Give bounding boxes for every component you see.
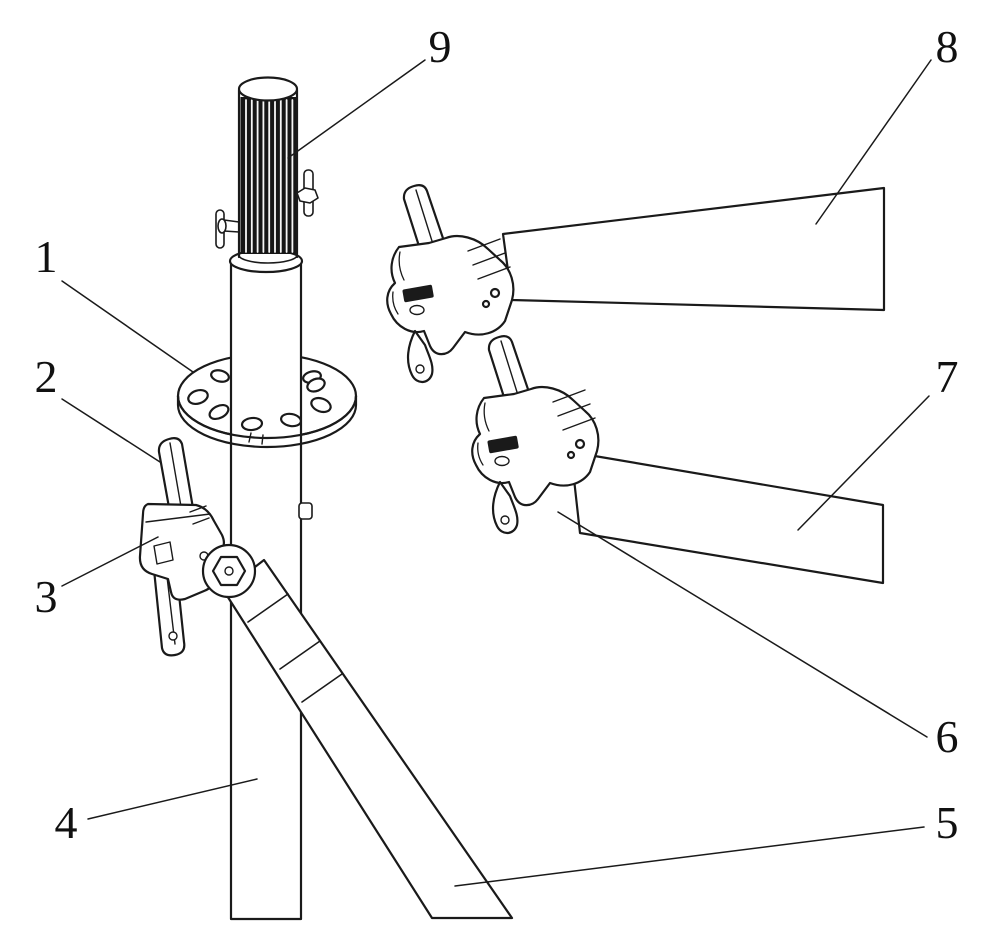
- lower-ledger-group: [471, 335, 885, 585]
- clamp-tail-hole: [168, 631, 178, 641]
- leader-line-5: [454, 826, 925, 887]
- bolt-hex-right: [296, 187, 319, 204]
- part-label-8: 8: [936, 21, 959, 72]
- rosette-rim-thickness: [176, 394, 358, 449]
- spigot-bolt-right: [296, 169, 319, 217]
- leader-line-8: [815, 59, 932, 225]
- part-label-4: 4: [55, 797, 78, 848]
- rosette-hole-front-center: [240, 416, 264, 432]
- rosette-hole-left-front: [208, 403, 230, 421]
- bolt-shank-left: [223, 219, 240, 233]
- left-clamp-detail-lines: [145, 505, 211, 525]
- spigot-connector: [215, 76, 319, 264]
- rosette-hole-right-upper: [306, 377, 326, 393]
- lower-ledger-bar: [569, 450, 885, 585]
- leader-line-1: [61, 280, 194, 373]
- post-stud: [298, 502, 313, 520]
- rosette-notches: [248, 432, 264, 445]
- leader-line-7: [797, 395, 930, 531]
- leader-lines: [61, 59, 932, 887]
- leader-line-2: [61, 398, 161, 463]
- part-label-6: 6: [936, 711, 959, 762]
- spigot-knurl-dark: [240, 97, 296, 254]
- line-art: [61, 59, 932, 921]
- leader-line-3: [61, 536, 159, 587]
- part-label-2: 2: [35, 351, 58, 402]
- rosette-front-rim: [176, 388, 358, 449]
- rosette-hole-front-right: [279, 412, 303, 428]
- part-label-9: 9: [429, 21, 452, 72]
- leader-line-6: [557, 511, 928, 738]
- leader-line-9: [287, 59, 426, 159]
- brace-joint-bands: [247, 593, 343, 703]
- rosette-hole-right-outer: [310, 396, 332, 414]
- spigot-ribs: [245, 99, 294, 253]
- rosette-hole-back-left: [210, 369, 230, 383]
- part-label-1: 1: [35, 231, 58, 282]
- spigot-top-cap: [237, 76, 299, 102]
- bolt-head-left: [217, 218, 227, 234]
- part-label-7: 7: [936, 351, 959, 402]
- upper-ledger-bar: [501, 186, 886, 312]
- part-label-3: 3: [35, 571, 58, 622]
- upper-ledger-group: [386, 184, 886, 384]
- spigot-bottom-arc: [238, 254, 298, 264]
- leader-line-4: [87, 778, 258, 820]
- part-labels: 1 2 3 4 5 6 7 8 9: [35, 21, 959, 848]
- spigot-bolt-left: [215, 209, 240, 249]
- hinge-center-dot: [224, 566, 234, 576]
- rosette-bottom-arc: [176, 394, 358, 440]
- left-clamp-slot: [153, 541, 174, 565]
- spigot-edges: [237, 88, 299, 259]
- rosette-hole-left-outer: [187, 388, 209, 406]
- part-label-5: 5: [936, 797, 959, 848]
- left-clamp-assembly: [138, 437, 514, 920]
